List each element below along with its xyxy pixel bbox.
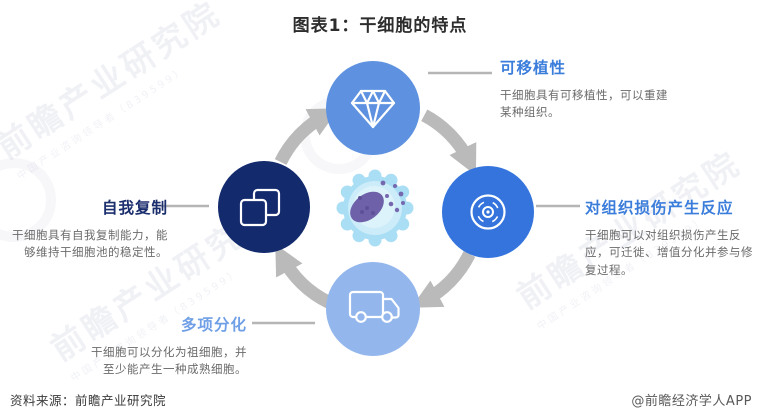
label-tissue-damage-response: 对组织损伤产生反应 干细胞可以对组织损伤产生反应，可迁徙、增值分化并参与修复过程… bbox=[585, 196, 755, 279]
node-multi-differentiation bbox=[326, 262, 420, 356]
node-circle-bottom bbox=[326, 262, 420, 356]
node-title: 可移植性 bbox=[500, 59, 567, 77]
node-title: 多项分化 bbox=[180, 316, 247, 334]
node-self-renewal bbox=[218, 161, 310, 253]
label-self-renewal: 自我复制 干细胞具有自我复制能力，能够维持干细胞池的稳定性。 bbox=[2, 196, 168, 262]
node-desc: 干细胞具有可移植性，可以重建某种组织。 bbox=[500, 88, 668, 120]
arrow-bottom-to-left bbox=[275, 244, 333, 309]
node-desc: 干细胞可以分化为祖细胞，并至少能产生一种成熟细胞。 bbox=[91, 345, 247, 377]
arrow-top-to-right bbox=[421, 109, 477, 176]
label-transplantability: 可移植性 干细胞具有可移植性，可以重建某种组织。 bbox=[500, 56, 678, 122]
node-transplantability bbox=[326, 61, 420, 155]
stem-cell-icon bbox=[336, 169, 414, 247]
node-title: 对组织损伤产生反应 bbox=[585, 199, 734, 217]
label-multi-differentiation: 多项分化 干细胞可以分化为祖细胞，并至少能产生一种成熟细胞。 bbox=[84, 313, 247, 379]
node-circle-top bbox=[326, 61, 420, 155]
truck-icon bbox=[348, 290, 400, 323]
node-title: 自我复制 bbox=[101, 199, 168, 217]
figure-title: 图表1：干细胞的特点 bbox=[292, 16, 468, 36]
app-credit: @前瞻经济学人APP bbox=[631, 394, 752, 409]
diamond-icon bbox=[350, 89, 396, 129]
node-desc: 干细胞可以对组织损伤产生反应，可迁徙、增值分化并参与修复过程。 bbox=[585, 228, 753, 277]
source-note: 资料来源：前瞻产业研究院 bbox=[10, 393, 167, 408]
arrow-right-to-bottom bbox=[411, 250, 476, 308]
arrow-left-to-top bbox=[274, 108, 339, 166]
node-tissue-damage-response bbox=[442, 166, 534, 258]
node-desc: 干细胞具有自我复制能力，能够维持干细胞池的稳定性。 bbox=[12, 228, 168, 260]
copy-icon bbox=[239, 188, 281, 227]
